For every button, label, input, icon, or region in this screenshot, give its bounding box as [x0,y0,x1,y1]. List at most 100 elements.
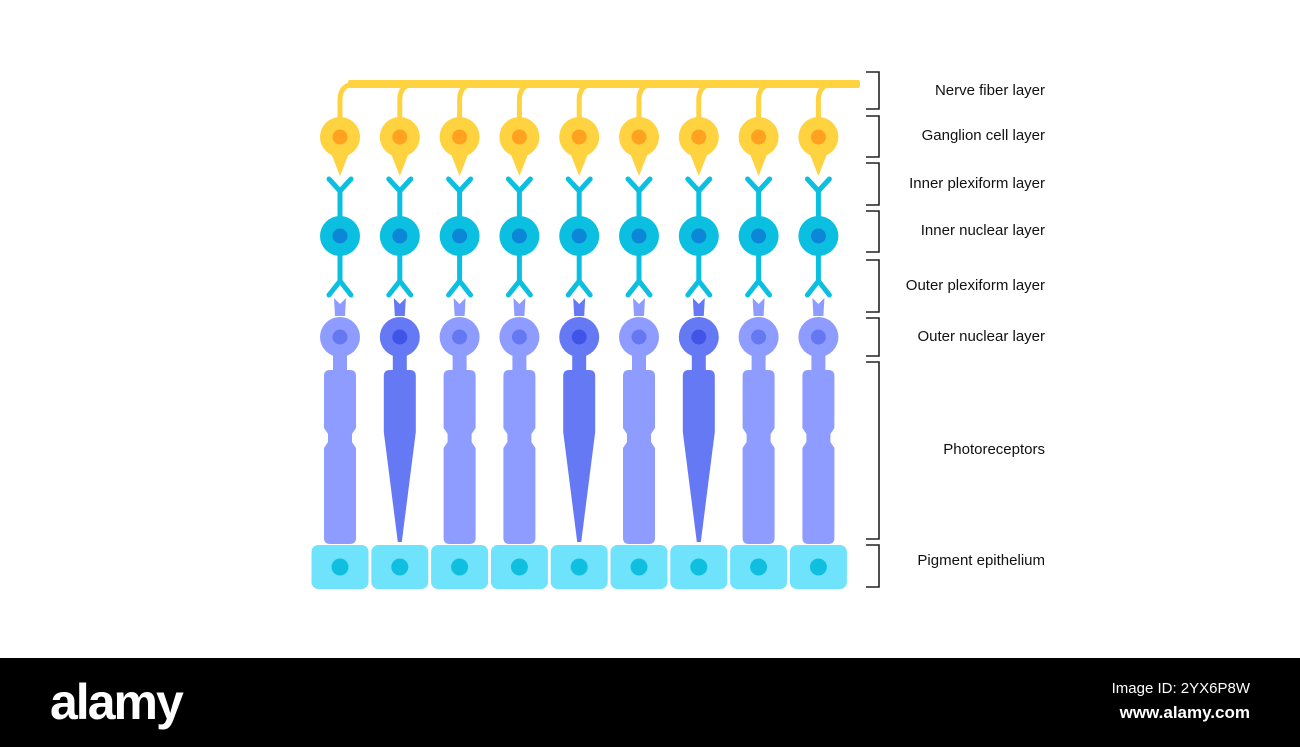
bipolar-lower-dendrite [745,253,773,298]
bipolar-upper-dendrite [505,176,533,219]
rod-photoreceptor [802,370,835,544]
ganglion-nucleus [571,129,587,145]
label-ganglion-cell-layer: Ganglion cell layer [921,127,1045,144]
bipolar-lower-dendrite [446,253,474,298]
ganglion-axon [815,81,837,125]
pigment-epithelium-nucleus [750,558,768,576]
bipolar-nucleus [452,228,468,244]
ganglion-nucleus [392,129,408,145]
pigment-epithelium-nucleus [630,558,648,576]
bipolar-lower-dendrite [625,253,653,298]
label-photoreceptors: Photoreceptors [943,441,1045,458]
bipolar-upper-dendrite [326,176,354,219]
cone-nucleus [392,329,408,345]
rod-nucleus [631,329,647,345]
cone-photoreceptor [383,370,416,542]
rod-terminal [513,298,526,316]
rod-terminal [752,298,765,316]
pigment-epithelium-nucleus [331,558,349,576]
ganglion-nucleus [452,129,468,145]
ganglion-dendrite [809,153,828,176]
retina-layers-illustration [311,71,880,589]
ganglion-nucleus [511,129,527,145]
bipolar-nucleus [631,228,647,244]
ganglion-dendrite [630,153,648,176]
rod-nucleus [751,329,767,345]
ganglion-axon [397,81,419,125]
pigment-epithelium-nucleus [510,558,528,576]
bipolar-upper-dendrite [565,176,593,219]
cone-terminal [393,298,406,316]
ganglion-nucleus [332,129,348,145]
rod-terminal [633,298,645,316]
bracket-outer-plexiform [866,259,880,313]
ganglion-nucleus [631,129,647,145]
ganglion-nucleus [810,129,826,145]
ganglion-dendrite [570,153,589,176]
bipolar-lower-dendrite [326,253,354,298]
label-outer-plexiform-layer: Outer plexiform layer [905,277,1045,294]
pigment-epithelium-nucleus [690,558,708,576]
rod-photoreceptor [443,370,476,544]
ganglion-axon [457,81,479,125]
ganglion-nucleus [751,129,767,145]
rod-terminal [812,298,825,316]
rod-terminal [334,298,346,316]
label-inner-nuclear-layer: Inner nuclear layer [920,222,1045,239]
pigment-epithelium-nucleus [570,558,588,576]
bipolar-nucleus [392,228,408,244]
ganglion-axon [337,81,359,125]
cone-photoreceptor [563,370,596,542]
ganglion-dendrite [390,153,409,176]
brand-logo[interactable]: alamy [50,674,184,730]
bracket-inner-plexiform [866,162,880,206]
pigment-epithelium-nucleus [809,558,827,576]
ganglion-dendrite [450,153,469,176]
bracket-inner-nuclear [866,210,880,253]
ganglion-nucleus [691,129,707,145]
rod-nucleus [511,329,527,345]
cone-nucleus [571,329,587,345]
bipolar-upper-dendrite [685,176,713,219]
bracket-ganglion-cell [866,115,880,158]
ganglion-axon [636,81,658,125]
ganglion-axon [516,81,538,125]
bipolar-upper-dendrite [625,176,653,219]
rod-photoreceptor [324,370,356,544]
ganglion-axon [576,81,598,125]
pigment-epithelium-nucleus [451,558,469,576]
bipolar-nucleus [691,228,707,244]
ganglion-dendrite [331,153,349,176]
label-nerve-fiber-layer: Nerve fiber layer [934,82,1045,99]
bracket-outer-nuclear [866,317,880,357]
rod-nucleus [332,329,348,345]
label-pigment-epithelium: Pigment epithelium [917,552,1045,569]
ganglion-dendrite [510,153,529,176]
image-id-text: Image ID: 2YX6P8W [1111,680,1250,697]
bipolar-nucleus [332,228,348,244]
label-outer-nuclear-layer: Outer nuclear layer [917,328,1045,345]
cone-terminal [573,298,586,316]
bracket-nerve-fiber [866,71,880,110]
rod-photoreceptor [503,370,536,544]
bipolar-upper-dendrite [745,176,773,219]
bipolar-lower-dendrite [386,253,414,298]
rod-terminal [453,298,466,316]
ganglion-dendrite [749,153,768,176]
cone-nucleus [691,329,707,345]
cone-photoreceptor [682,370,715,542]
bipolar-upper-dendrite [386,176,414,219]
site-url-link[interactable]: www.alamy.com [1119,703,1250,722]
bracket-pigment-epithelium [866,544,880,588]
ganglion-axon [696,81,718,125]
cone-terminal [692,298,705,316]
bipolar-nucleus [511,228,527,244]
bracket-photoreceptors [866,361,880,540]
pigment-epithelium-nucleus [391,558,409,576]
rod-photoreceptor [742,370,775,544]
bipolar-upper-dendrite [804,176,832,219]
bipolar-lower-dendrite [804,253,832,298]
bipolar-upper-dendrite [446,176,474,219]
ganglion-dendrite [689,153,708,176]
bipolar-lower-dendrite [565,253,593,298]
